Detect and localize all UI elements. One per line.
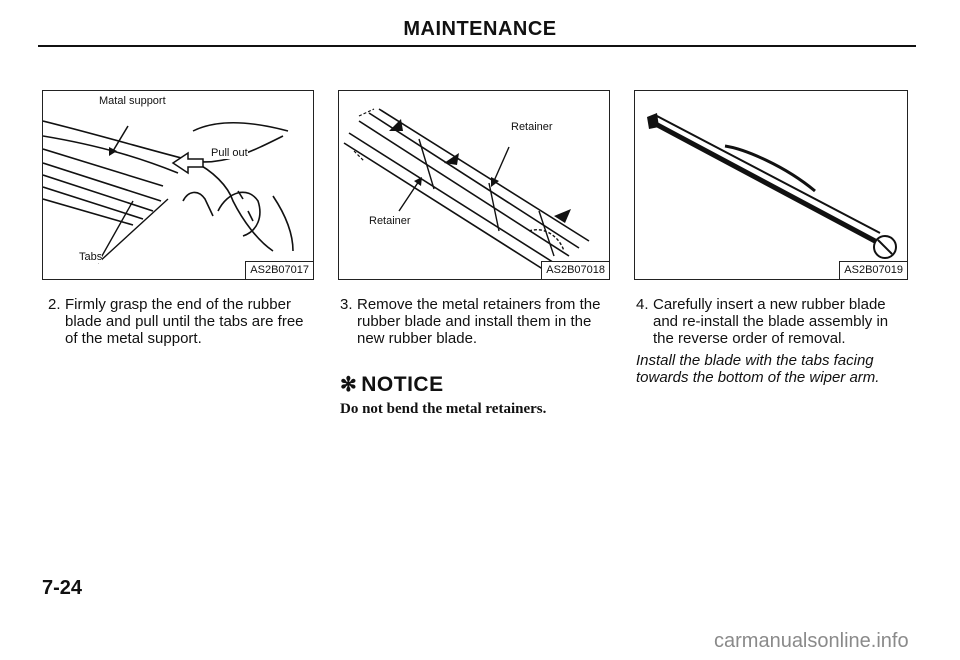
label-retainer-bottom: Retainer	[369, 215, 411, 227]
label-pull-out: Pull out	[211, 147, 248, 159]
illustration-pull-out	[43, 120, 294, 264]
step-2: 2. Firmly grasp the end of the rubber bl…	[48, 296, 316, 347]
label-tabs: Tabs	[79, 251, 103, 263]
step-3: 3. Remove the metal retainers from the r…	[340, 296, 610, 347]
label-retainer-top: Retainer	[511, 121, 553, 133]
notice-text: Do not bend the metal retainers.	[340, 401, 547, 417]
figure-retainers: Retainer Retainer AS2B07018	[338, 90, 610, 280]
step-number: 3.	[340, 296, 353, 313]
install-note: Install the blade with the tabs facing t…	[636, 352, 880, 386]
figure-code: AS2B07018	[541, 261, 610, 280]
watermark: carmanualsonline.info	[714, 630, 909, 652]
notice-heading: ✻NOTICE	[340, 372, 444, 397]
header-divider	[38, 45, 916, 47]
figure-pull-out-blade: Matal support Pull out Tabs AS2B07017	[42, 90, 314, 280]
label-metal-support: Matal support	[99, 95, 166, 107]
illustration-wiper-blade	[647, 113, 897, 259]
illustration-retainers	[343, 108, 590, 274]
figure-code: AS2B07017	[245, 261, 314, 280]
notice-star-icon: ✻	[340, 374, 358, 396]
page-title: MAINTENANCE	[403, 18, 557, 40]
step-4: 4. Carefully insert a new rubber blade a…	[636, 296, 912, 347]
step-text: Firmly grasp the end of the rubber blade…	[65, 296, 304, 347]
figure-install-blade: AS2B07019	[634, 90, 908, 280]
notice-title: NOTICE	[361, 373, 444, 396]
step-text: Remove the metal retainers from the rubb…	[357, 296, 601, 347]
step-number: 4.	[636, 296, 649, 313]
figure-code: AS2B07019	[839, 261, 908, 280]
step-text: Carefully insert a new rubber blade and …	[653, 296, 889, 347]
page-number: 7-24	[42, 577, 83, 599]
step-number: 2.	[48, 296, 61, 313]
